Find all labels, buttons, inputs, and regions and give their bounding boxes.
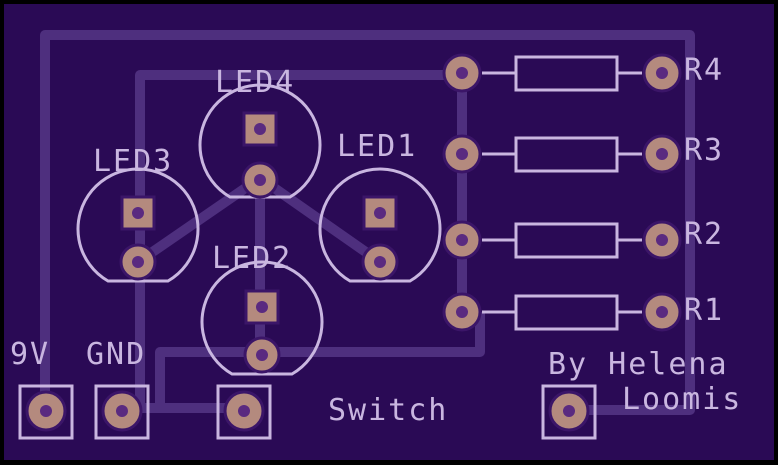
label-led3: LED3 xyxy=(93,144,173,179)
connector-9v-outline xyxy=(18,384,74,440)
led4-outline xyxy=(198,83,322,199)
led2-outline xyxy=(200,260,324,376)
label-r4: R4 xyxy=(684,53,724,88)
label-r3: R3 xyxy=(684,133,724,168)
label-led4: LED4 xyxy=(215,65,295,100)
trace-led2-bus xyxy=(155,312,485,408)
label-9v: 9V xyxy=(10,337,50,372)
trace-power-loop xyxy=(40,30,695,415)
resistors xyxy=(482,55,642,331)
copper-traces xyxy=(40,30,695,415)
silkscreen-labels: LED4 LED3 LED1 LED2 R4 R3 R2 R1 9V GND S… xyxy=(10,53,742,428)
led1-outline xyxy=(318,167,442,283)
label-led1: LED1 xyxy=(337,129,417,164)
label-gnd: GND xyxy=(86,337,146,372)
resistor-r3 xyxy=(482,136,642,173)
connector-output-outline xyxy=(541,384,597,440)
drill-holes xyxy=(40,67,668,417)
label-credit-line1: By Helena xyxy=(548,347,729,382)
label-switch: Switch xyxy=(328,393,448,428)
label-led2: LED2 xyxy=(212,241,292,276)
label-r1: R1 xyxy=(684,293,724,328)
pad-led3-anode xyxy=(120,195,156,231)
resistor-r4 xyxy=(482,55,642,92)
resistor-r2 xyxy=(482,222,642,259)
led3-outline xyxy=(76,167,200,283)
resistor-r1 xyxy=(482,294,642,331)
trace-led4-bus xyxy=(135,70,462,408)
connector-gnd-outline xyxy=(94,384,150,440)
led-outlines xyxy=(76,83,442,376)
connector-switch-outline xyxy=(216,384,272,440)
connector-outlines xyxy=(18,384,597,440)
label-credit-line2: Loomis xyxy=(622,382,742,417)
label-r2: R2 xyxy=(684,217,724,252)
